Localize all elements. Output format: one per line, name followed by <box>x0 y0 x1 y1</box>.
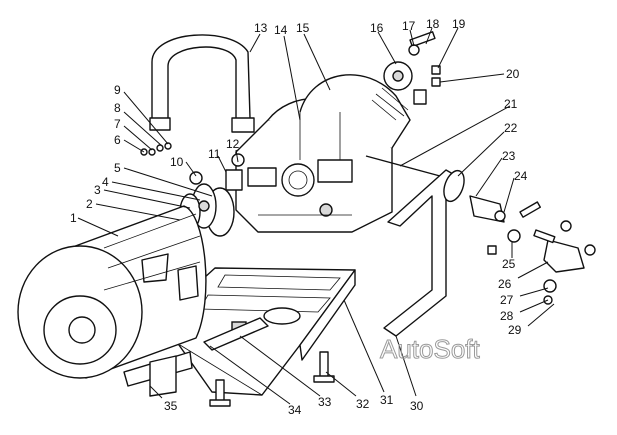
part-label-22: 22 <box>504 121 518 135</box>
part-label-31: 31 <box>380 393 394 407</box>
part-label-6: 6 <box>114 133 121 147</box>
part-label-29: 29 <box>508 323 522 337</box>
part-label-8: 8 <box>114 101 121 115</box>
part-label-18: 18 <box>426 17 440 31</box>
part-label-21: 21 <box>504 97 518 111</box>
part-label-3: 3 <box>94 183 101 197</box>
part-label-4: 4 <box>102 175 109 189</box>
part-label-5: 5 <box>114 161 121 175</box>
base-plate <box>159 267 356 396</box>
linkage-parts <box>469 195 596 305</box>
part-label-9: 9 <box>114 83 121 97</box>
electric-motor <box>17 205 207 397</box>
part-label-14: 14 <box>274 23 288 37</box>
part-label-20: 20 <box>506 67 520 81</box>
lever-rod <box>365 155 465 337</box>
part-label-32: 32 <box>356 397 370 411</box>
part-label-28: 28 <box>500 309 514 323</box>
watermark-text: AutoSoft <box>380 334 481 364</box>
guard-cover <box>149 34 255 133</box>
part-label-2: 2 <box>86 197 93 211</box>
part-label-1: 1 <box>70 211 77 225</box>
part-label-26: 26 <box>498 277 512 291</box>
part-label-19: 19 <box>452 17 466 31</box>
gear-reducer-housing <box>235 74 411 233</box>
part-labels: 1 2 3 4 5 6 7 8 9 10 11 12 13 14 15 16 1… <box>70 17 528 417</box>
part-label-23: 23 <box>502 149 516 163</box>
part-label-34: 34 <box>288 403 302 417</box>
part-label-33: 33 <box>318 395 332 409</box>
part-label-35: 35 <box>164 399 178 413</box>
part-label-16: 16 <box>370 21 384 35</box>
part-label-27: 27 <box>500 293 514 307</box>
part-label-30: 30 <box>410 399 424 413</box>
leader-lines <box>77 27 555 405</box>
part-label-15: 15 <box>296 21 310 35</box>
part-label-13: 13 <box>254 21 268 35</box>
part-label-11: 11 <box>208 147 221 161</box>
fasteners <box>203 317 335 407</box>
part-label-10: 10 <box>170 155 184 169</box>
pulley-assembly <box>383 31 441 105</box>
part-label-7: 7 <box>114 117 121 131</box>
part-label-17: 17 <box>402 19 416 33</box>
part-label-12: 12 <box>226 137 240 151</box>
part-label-24: 24 <box>514 169 528 183</box>
part-label-25: 25 <box>502 257 516 271</box>
coupling-assembly <box>140 142 245 237</box>
